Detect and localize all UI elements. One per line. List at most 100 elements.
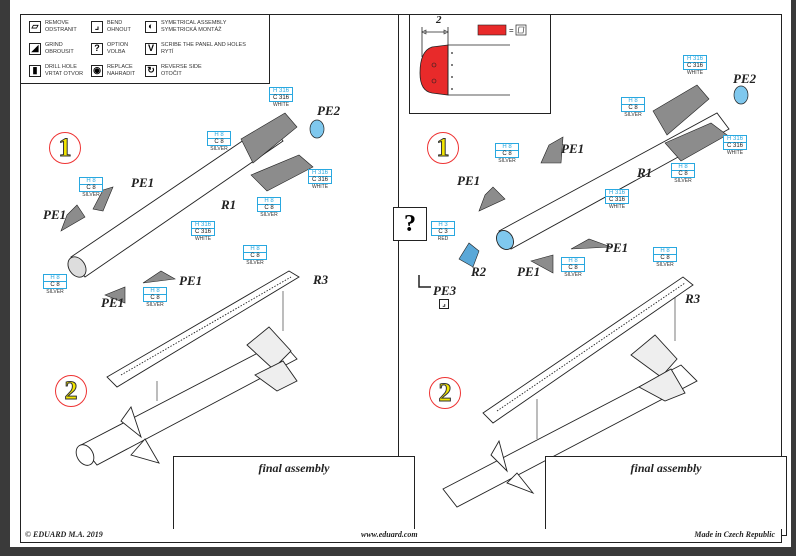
instruction-sheet: ▱ RemoveOdstranit ⌟ BendOhnout ◐ Symetri… bbox=[20, 14, 787, 536]
right-pe3-part bbox=[418, 275, 431, 288]
bend-icon: ⌟ bbox=[439, 299, 449, 309]
legend-label: Remove bbox=[45, 20, 69, 26]
red-nose-area bbox=[419, 44, 449, 96]
right-part-pe1: PE1 bbox=[517, 264, 541, 279]
right-final-assembly-box: final assembly bbox=[545, 456, 787, 536]
legend-item-replace: ◉ ReplaceNahradit bbox=[91, 64, 135, 77]
legend-label: Replace bbox=[107, 64, 133, 70]
legend-label: Reverse side bbox=[161, 64, 202, 70]
left-final-assembly-title: final assembly bbox=[258, 461, 330, 475]
left-r3-rail bbox=[106, 270, 300, 388]
svg-text:=: = bbox=[509, 26, 514, 35]
symbol-legend: ▱ RemoveOdstranit ⌟ BendOhnout ◐ Symetri… bbox=[21, 15, 270, 84]
legend-label: Scribe the panel and holes bbox=[161, 42, 246, 48]
legend-label: Option bbox=[107, 42, 129, 48]
right-part-pe3: PE3 bbox=[433, 283, 457, 298]
legend-label-cz: Otočit bbox=[161, 70, 182, 77]
right-final-assembly-title: final assembly bbox=[630, 461, 702, 475]
legend-label-cz: Vrtat otvor bbox=[45, 70, 84, 77]
right-part-pe1: PE1 bbox=[561, 141, 585, 156]
right-part-pe1: PE1 bbox=[457, 173, 481, 188]
left-pe2-disc bbox=[309, 119, 325, 139]
legend-item-symmetrical: ◐ Symetrical assemblySymetrická montáž bbox=[145, 20, 226, 33]
remove-icon: ▱ bbox=[29, 20, 41, 33]
origin-text: Made in Czech Republic bbox=[694, 530, 775, 539]
replace-icon: ◉ bbox=[91, 64, 103, 77]
legend-item-bend: ⌟ BendOhnout bbox=[91, 20, 131, 33]
right-pe2-disc bbox=[733, 85, 749, 105]
right-part-pe1: PE1 bbox=[605, 240, 629, 255]
legend-label-cz: Nahradit bbox=[107, 70, 136, 77]
left-tail-fins-r1 bbox=[240, 112, 314, 192]
right-step-2-marker: 2 bbox=[429, 377, 461, 409]
nose-detail-drawing: = bbox=[419, 24, 527, 96]
dimension-label: 2 bbox=[436, 14, 442, 26]
option-icon: ? bbox=[91, 42, 103, 55]
scribe-icon: V bbox=[145, 42, 157, 55]
left-pe1-fins bbox=[60, 186, 176, 304]
grind-icon: ◢ bbox=[29, 42, 41, 55]
legend-label-cz: Rytí bbox=[161, 48, 174, 55]
symmetrical-assembly-icon: ◐ bbox=[145, 20, 157, 33]
option-marker: ? bbox=[393, 207, 427, 241]
copyright-text: © EDUARD M.A. 2019 bbox=[25, 530, 103, 539]
page-footer: © EDUARD M.A. 2019 www.eduard.com Made i… bbox=[20, 529, 782, 543]
right-missile-body bbox=[442, 334, 698, 508]
right-r3-rail bbox=[482, 276, 694, 424]
legend-item-option: ? OptionVolba bbox=[91, 42, 128, 55]
legend-label-cz: Odstranit bbox=[45, 26, 77, 33]
drill-hole-icon: ▮ bbox=[29, 64, 41, 77]
legend-label: Drill hole bbox=[45, 64, 77, 70]
legend-label: Symetrical assembly bbox=[161, 20, 227, 26]
legend-label: Bend bbox=[107, 20, 123, 26]
remove-icon bbox=[515, 24, 527, 36]
bend-icon: ⌟ bbox=[91, 20, 103, 33]
instruction-page: ▱ RemoveOdstranit ⌟ BendOhnout ◐ Symetri… bbox=[10, 0, 791, 547]
assembly-drawings bbox=[60, 84, 764, 522]
right-tail-fins-r1 bbox=[652, 84, 728, 162]
left-part-r3: R3 bbox=[313, 272, 329, 287]
left-missile-body bbox=[75, 326, 298, 466]
left-part-r1: R1 bbox=[221, 197, 237, 212]
right-pe1-fins bbox=[478, 136, 612, 274]
legend-label: Grind bbox=[45, 42, 63, 48]
legend-item-drill: ▮ Drill holeVrtat otvor bbox=[29, 64, 83, 77]
right-part-r2: R2 bbox=[471, 264, 487, 279]
left-part-pe1: PE1 bbox=[101, 295, 125, 310]
red-color-swatch bbox=[477, 24, 507, 36]
left-final-assembly-box: final assembly bbox=[173, 456, 415, 536]
left-step-1-marker: 1 bbox=[49, 132, 81, 164]
left-part-pe1: PE1 bbox=[131, 175, 155, 190]
legend-label-cz: Ohnout bbox=[107, 26, 131, 33]
right-part-r3: R3 bbox=[685, 291, 701, 306]
right-part-r1: R1 bbox=[637, 165, 653, 180]
legend-item-scribe: V Scribe the panel and holesRytí bbox=[145, 42, 246, 55]
website-text: www.eduard.com bbox=[361, 530, 418, 539]
right-r2-part bbox=[458, 242, 480, 268]
left-step-2-marker: 2 bbox=[55, 375, 87, 407]
left-part-pe1: PE1 bbox=[179, 273, 203, 288]
legend-label-cz: Obrousit bbox=[45, 48, 74, 55]
panel-divider bbox=[398, 15, 399, 530]
right-part-pe2: PE2 bbox=[733, 71, 757, 86]
legend-item-remove: ▱ RemoveOdstranit bbox=[29, 20, 77, 33]
reverse-side-icon: ↻ bbox=[145, 64, 157, 77]
right-step-1-marker: 1 bbox=[427, 132, 459, 164]
left-part-pe2: PE2 bbox=[317, 103, 341, 118]
